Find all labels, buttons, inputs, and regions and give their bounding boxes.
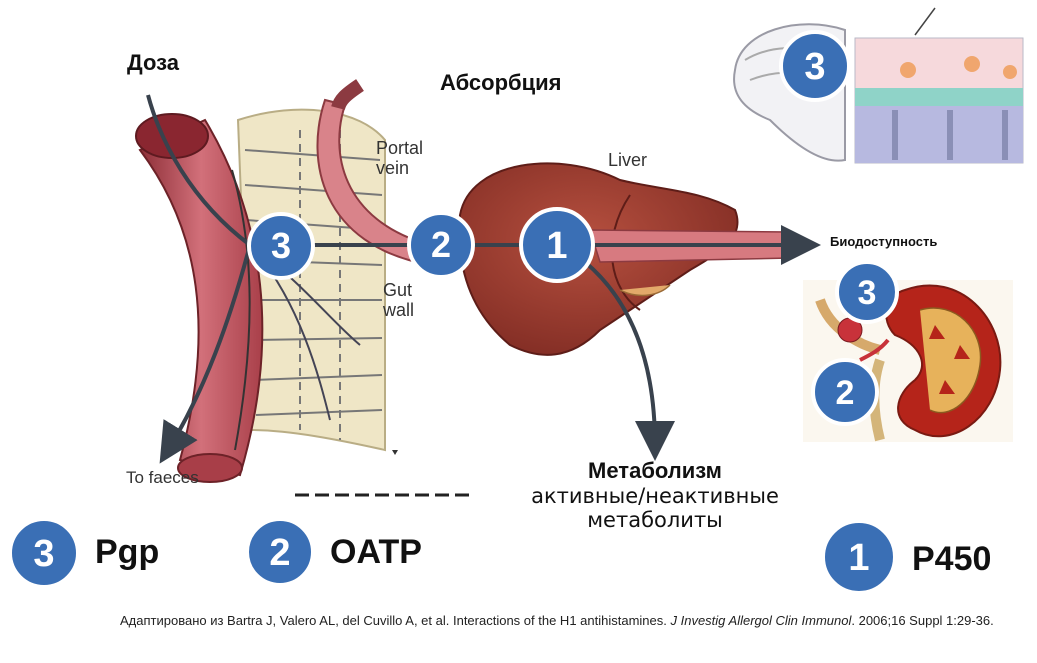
- svg-text:3: 3: [804, 46, 825, 88]
- legend-oatp-label: OATP: [330, 533, 422, 571]
- absorption-label: Абсорбция: [440, 70, 562, 95]
- faeces-arrow: [159, 244, 252, 464]
- intestine-tube: [135, 113, 264, 483]
- svg-text:1: 1: [848, 537, 869, 579]
- gut-wall-label: Gut wall: [383, 280, 415, 320]
- legend-p450-label: P450: [912, 540, 992, 578]
- brain-inset: [733, 23, 1024, 164]
- marker-brain-pgp: 3: [779, 30, 851, 102]
- legend-pgp-badge: 3: [8, 517, 80, 589]
- metabolism-sub-2: метаболиты: [587, 508, 723, 532]
- to-faeces-label: To faeces: [126, 468, 199, 487]
- marker-liver-p450: 1: [519, 207, 595, 283]
- leader-line: [914, 7, 936, 36]
- portal-vein-label: Portal vein: [376, 138, 424, 178]
- svg-text:3: 3: [33, 533, 54, 575]
- marker-gut-pgp: 3: [247, 212, 315, 280]
- svg-text:1: 1: [546, 225, 567, 267]
- liver-label: Liver: [608, 150, 648, 170]
- dose-arrow: [146, 94, 252, 247]
- liver-organ: [458, 162, 791, 356]
- legend-p450-badge: 1: [821, 519, 897, 595]
- dose-label: Доза: [127, 50, 179, 75]
- metabolism-arrow: [583, 260, 675, 461]
- marker-portal-oatp: 2: [407, 211, 475, 279]
- svg-text:3: 3: [271, 225, 291, 266]
- marker-kidney-pgp: 3: [835, 260, 899, 324]
- svg-text:2: 2: [269, 532, 290, 574]
- svg-text:2: 2: [836, 374, 855, 412]
- marker-kidney-oatp: 2: [811, 358, 879, 426]
- metabolism-sub-1: активные/неактивные: [531, 484, 779, 508]
- metabolism-label: Метаболизм: [588, 458, 722, 483]
- legend-pgp-label: Pgp: [95, 533, 160, 571]
- bioavailability-label: Биодоступность: [830, 234, 938, 249]
- citation: Адаптировано из Bartra J, Valero AL, del…: [120, 613, 994, 628]
- small-triangle: [392, 450, 398, 455]
- svg-text:3: 3: [858, 274, 877, 312]
- legend-oatp-badge: 2: [245, 517, 315, 587]
- metabolism-block: Метаболизм активные/неактивные метаболит…: [500, 458, 810, 532]
- svg-text:2: 2: [431, 224, 451, 265]
